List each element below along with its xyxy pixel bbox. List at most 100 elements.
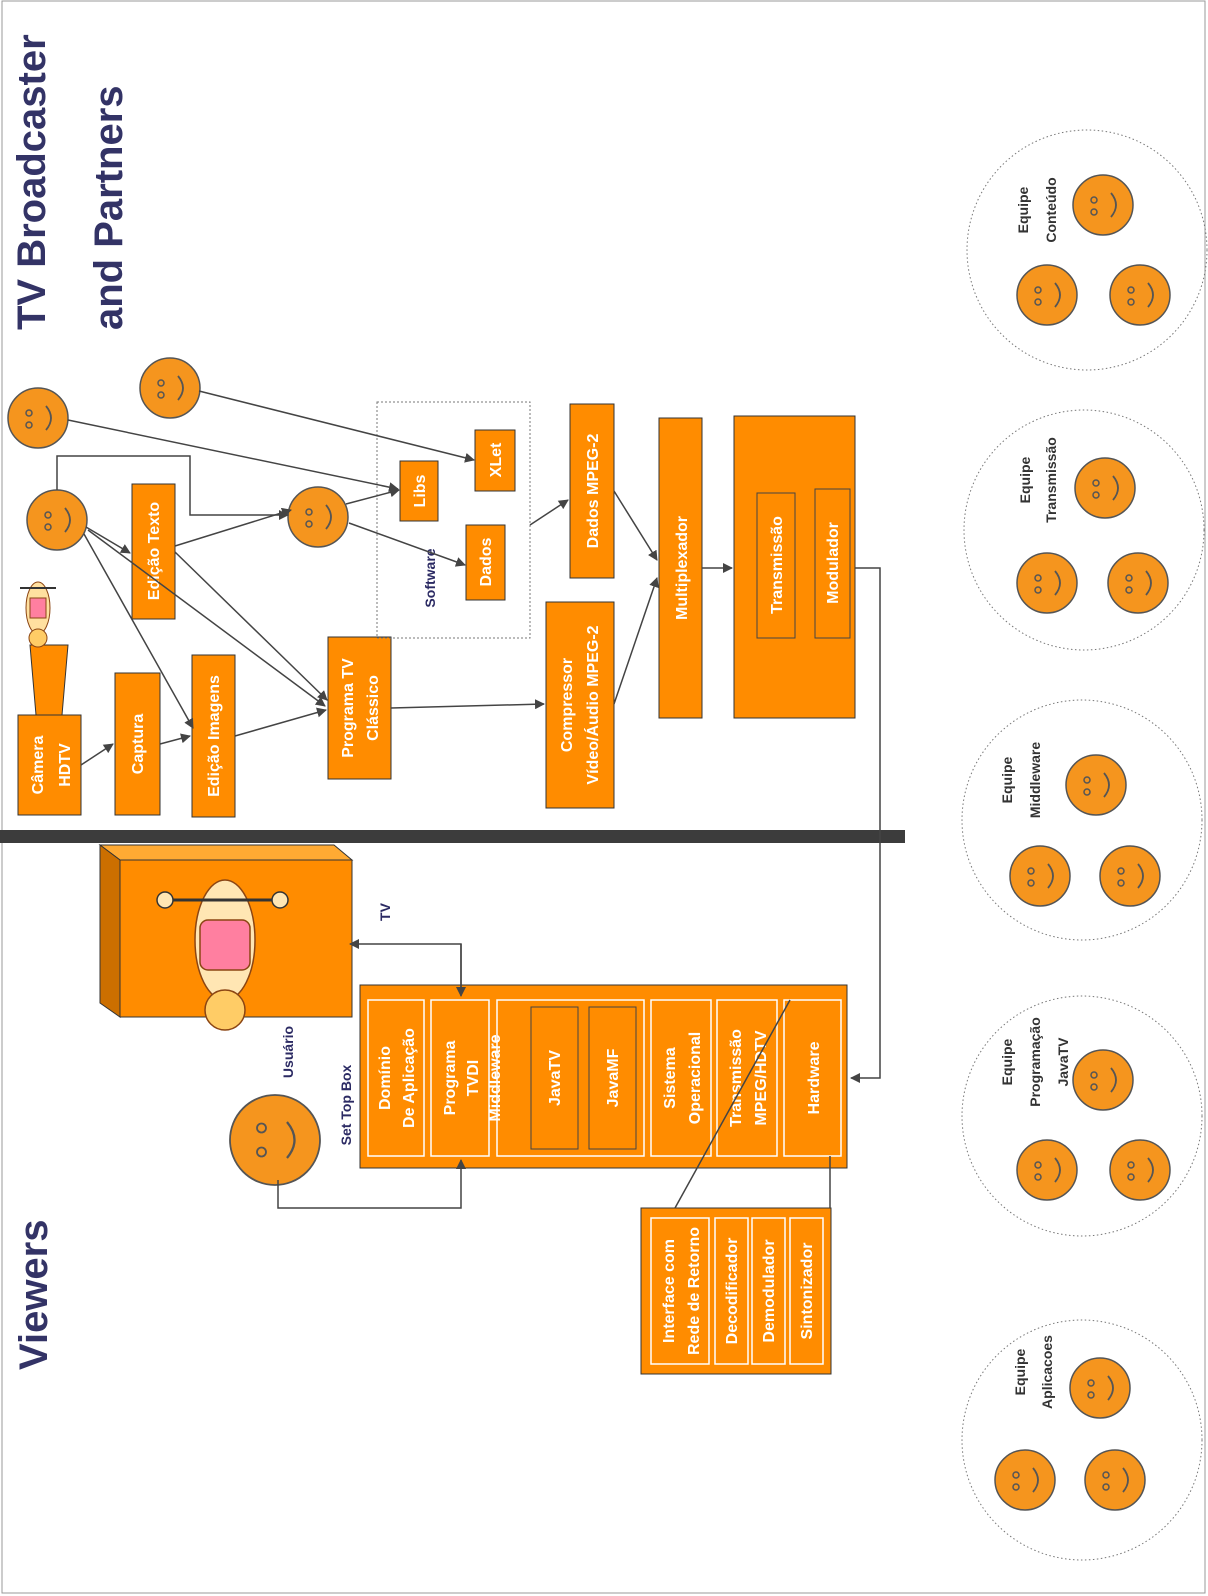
dominio-label-line1: Domínio bbox=[377, 1046, 394, 1110]
broadcaster-title-line2: and Partners bbox=[87, 85, 131, 330]
tv-label: TV bbox=[377, 902, 393, 921]
programa-tvdi-label-line1: Programa bbox=[442, 1041, 459, 1116]
team-middleware-smiley-1-icon bbox=[1065, 754, 1127, 816]
dados-mpeg2-box bbox=[569, 403, 615, 579]
dados-box bbox=[465, 524, 506, 601]
transmissao-inner-box bbox=[756, 492, 796, 639]
multiplexador-label: Multiplexador bbox=[674, 516, 691, 620]
multiplexador-box bbox=[658, 417, 703, 719]
team-programacao: Equipe Programação JavaTV bbox=[961, 995, 1203, 1237]
team-conteudo: Equipe Conteúdo bbox=[966, 129, 1208, 371]
hardware-box bbox=[783, 999, 842, 1157]
captura-box bbox=[114, 672, 161, 816]
software-label: Software bbox=[422, 548, 438, 607]
xlet-label: XLet bbox=[488, 442, 505, 477]
team-transmissao-label-line1: Equipe bbox=[1017, 456, 1033, 503]
modulador-box bbox=[814, 488, 851, 639]
usuario-label: Usuário bbox=[280, 1026, 296, 1078]
team-middleware: Equipe Middleware bbox=[961, 699, 1203, 941]
modulador-label: Modulador bbox=[825, 522, 842, 604]
viewers-title: Viewers bbox=[12, 1220, 56, 1371]
software-group bbox=[376, 401, 531, 639]
team-transmissao-smiley-1-icon bbox=[1074, 457, 1136, 519]
transmissao-label: Transmissão bbox=[769, 516, 786, 614]
programa-tvdi-box bbox=[430, 999, 490, 1157]
camera-label-line1: Câmera bbox=[30, 736, 47, 795]
dados-mpeg2-label: Dados MPEG-2 bbox=[585, 434, 602, 549]
programa-tvdi-label-line2: TVDI bbox=[465, 1060, 482, 1096]
demodulador-box bbox=[751, 1217, 786, 1365]
producer-smiley-1-icon bbox=[7, 387, 69, 449]
transmissao-mpeg-label-line2: MPEG/HDTV bbox=[753, 1030, 770, 1125]
broadcast-viewer-divider bbox=[0, 830, 905, 843]
team-conteudo-label-line2: Conteúdo bbox=[1043, 177, 1059, 242]
decodificador-label: Decodificador bbox=[724, 1238, 741, 1345]
captura-label: Captura bbox=[130, 714, 147, 775]
sistema-label-line2: Operacional bbox=[687, 1032, 704, 1124]
team-middleware-label-line2: Middleware bbox=[1027, 742, 1043, 818]
dominio-label-line2: De Aplicação bbox=[401, 1028, 418, 1128]
producer-smiley-2-icon bbox=[139, 357, 201, 419]
team-middleware-label-line1: Equipe bbox=[999, 756, 1015, 803]
decodificador-box bbox=[714, 1217, 749, 1365]
receiver-arrows bbox=[277, 939, 831, 1209]
programa-tv-label-line2: Clássico bbox=[365, 675, 382, 741]
dados-label: Dados bbox=[478, 537, 495, 586]
libs-box bbox=[399, 460, 439, 522]
edicao-texto-label: Edição Texto bbox=[146, 502, 163, 601]
interface-box bbox=[650, 1217, 710, 1365]
team-programacao-smiley-2-icon bbox=[1016, 1139, 1078, 1201]
dominio-box bbox=[367, 999, 425, 1157]
usuario-smiley-icon bbox=[229, 1094, 321, 1186]
interface-label-line2: Rede de Retorno bbox=[686, 1227, 703, 1355]
programa-tv-box bbox=[327, 636, 392, 780]
team-aplicacoes: Equipe Aplicacoes bbox=[961, 1319, 1203, 1561]
sintonizador-label: Sintonizador bbox=[799, 1243, 816, 1340]
team-programacao-smiley-1-icon bbox=[1072, 1049, 1134, 1111]
team-transmissao-label-line2: Transmissão bbox=[1043, 437, 1059, 523]
producer-smiley-3-icon bbox=[26, 489, 88, 551]
team-programacao-label-line3: JavaTV bbox=[1055, 1037, 1071, 1087]
camera-label-line2: HDTV bbox=[57, 743, 74, 787]
team-programacao-smiley-3-icon bbox=[1109, 1139, 1171, 1201]
team-conteudo-smiley-2-icon bbox=[1016, 264, 1078, 326]
team-middleware-smiley-2-icon bbox=[1009, 845, 1071, 907]
team-middleware-smiley-3-icon bbox=[1099, 845, 1161, 907]
team-aplicacoes-smiley-1-icon bbox=[1069, 1357, 1131, 1419]
sistema-label-line1: Sistema bbox=[662, 1047, 679, 1108]
middleware-label: Middleware bbox=[487, 1034, 504, 1121]
compressor-label-line2: Vídeo/Áudio MPEG-2 bbox=[583, 625, 602, 784]
javatv-label: JavaTV bbox=[547, 1050, 564, 1106]
broadcaster-title-line1: TV Broadcaster bbox=[10, 34, 54, 330]
xlet-box bbox=[474, 429, 516, 492]
edicao-imagens-label: Edição Imagens bbox=[206, 675, 223, 797]
team-aplicacoes-smiley-3-icon bbox=[1084, 1449, 1146, 1511]
set-top-box-label: Set Top Box bbox=[338, 1064, 354, 1145]
hardware-label: Hardware bbox=[806, 1041, 823, 1114]
team-transmissao-smiley-2-icon bbox=[1016, 552, 1078, 614]
compressor-label-line1: Compressor bbox=[559, 658, 576, 752]
programa-tv-label-line1: Programa TV bbox=[340, 658, 357, 758]
javatv-box bbox=[530, 1006, 579, 1150]
camera-icon: Câmera HDTV bbox=[17, 644, 82, 816]
libs-label: Libs bbox=[412, 474, 429, 507]
team-aplicacoes-smiley-2-icon bbox=[994, 1449, 1056, 1511]
javamf-label: JavaMF bbox=[605, 1048, 622, 1107]
child-on-scooter-illustration-icon bbox=[156, 879, 289, 1031]
team-transmissao-smiley-3-icon bbox=[1107, 552, 1169, 614]
compressor-box bbox=[545, 601, 615, 809]
interface-label-line1: Interface com bbox=[661, 1239, 678, 1343]
edicao-texto-box bbox=[131, 483, 176, 620]
sintonizador-box bbox=[789, 1217, 824, 1365]
sistema-box bbox=[650, 999, 712, 1157]
camera-box bbox=[17, 714, 82, 816]
javamf-box bbox=[588, 1006, 637, 1150]
team-programacao-label-line2: Programação bbox=[1027, 1017, 1043, 1106]
child-illustration-small-icon bbox=[20, 581, 56, 648]
team-conteudo-smiley-1-icon bbox=[1072, 174, 1134, 236]
team-conteudo-smiley-3-icon bbox=[1109, 264, 1171, 326]
transmissao-mpeg-label-line1: Transmissão bbox=[728, 1029, 745, 1127]
team-aplicacoes-label-line1: Equipe bbox=[1012, 1348, 1028, 1395]
